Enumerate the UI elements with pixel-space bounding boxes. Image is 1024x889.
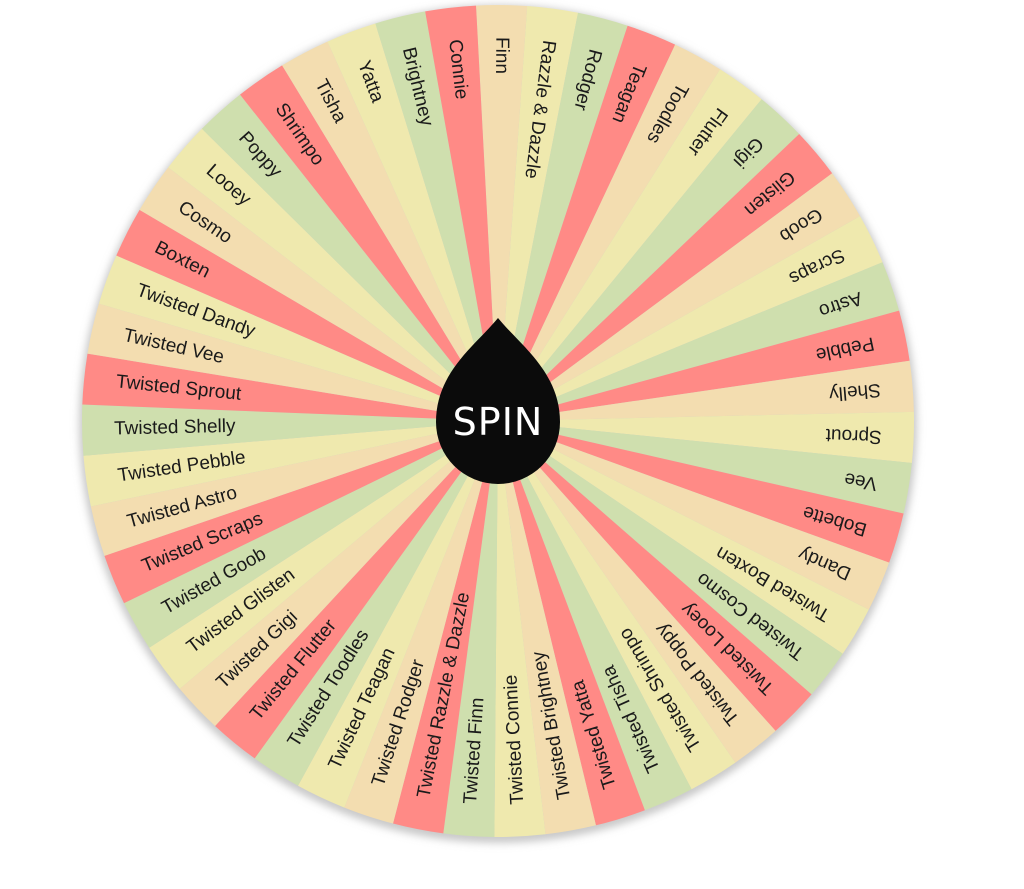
wheel-segment[interactable] bbox=[124, 421, 498, 648]
wheel-segment[interactable] bbox=[393, 421, 498, 834]
wheel-segment[interactable] bbox=[498, 99, 800, 421]
wheel-segment[interactable] bbox=[498, 411, 915, 463]
wheel-segment[interactable] bbox=[149, 421, 499, 689]
wheel-segment[interactable] bbox=[425, 5, 498, 422]
wheel-segment[interactable] bbox=[82, 353, 498, 421]
wheel-segment[interactable] bbox=[327, 23, 498, 422]
wheel-segment[interactable] bbox=[98, 255, 498, 421]
wheel-segment[interactable] bbox=[116, 209, 498, 421]
wheel-segment[interactable] bbox=[139, 167, 498, 421]
wheel-segment[interactable] bbox=[498, 421, 692, 811]
wheel-segment-label: Sprout bbox=[825, 424, 882, 447]
wheel-segment[interactable] bbox=[168, 128, 499, 421]
wheel-segment[interactable] bbox=[498, 69, 762, 421]
spin-pointer-icon[interactable] bbox=[436, 318, 560, 484]
wheel-segment[interactable] bbox=[498, 6, 579, 422]
wheel-segment[interactable] bbox=[498, 25, 676, 421]
wheel-segment[interactable] bbox=[498, 12, 628, 422]
wheel-segment[interactable] bbox=[90, 421, 499, 556]
wheel-segment[interactable] bbox=[498, 421, 843, 695]
wheel-segment[interactable] bbox=[498, 421, 776, 763]
wheel-segment-label: Shelly bbox=[828, 379, 882, 404]
wheel-segment[interactable] bbox=[375, 11, 498, 422]
wheel-segment[interactable] bbox=[179, 421, 499, 726]
wheel-segment[interactable] bbox=[498, 421, 645, 826]
wheel-segment[interactable] bbox=[81, 404, 498, 456]
wheel-segment[interactable] bbox=[498, 421, 904, 563]
wheel-segment-label: Finn bbox=[491, 37, 512, 74]
wheel-segment-label: Twisted Shelly bbox=[114, 416, 236, 440]
wheel-segment[interactable] bbox=[443, 421, 498, 837]
wheel-segment[interactable] bbox=[83, 421, 499, 507]
wheel-segment[interactable] bbox=[498, 421, 812, 731]
wheel-segment[interactable] bbox=[282, 41, 498, 421]
wheel-segment[interactable] bbox=[201, 94, 498, 421]
wheel-segment[interactable] bbox=[498, 44, 721, 422]
wheel-segment[interactable] bbox=[498, 134, 833, 421]
spin-button-label[interactable]: SPIN bbox=[453, 400, 544, 444]
wheel-segment[interactable] bbox=[344, 421, 498, 824]
wheel-segment[interactable] bbox=[498, 262, 900, 421]
wheel-segment[interactable] bbox=[498, 421, 596, 835]
wheel-segment[interactable] bbox=[215, 421, 498, 759]
wheel-segments[interactable] bbox=[81, 4, 915, 837]
wheel-segment[interactable] bbox=[498, 421, 869, 654]
spin-button[interactable]: SPIN bbox=[436, 318, 560, 484]
wheel-segment[interactable] bbox=[498, 216, 883, 421]
wheel-segment[interactable] bbox=[87, 303, 499, 421]
wheel-segment[interactable] bbox=[498, 310, 910, 421]
wheel-segment[interactable] bbox=[498, 173, 861, 421]
wheel-segment[interactable] bbox=[240, 65, 499, 421]
wheel-segment[interactable] bbox=[498, 360, 914, 421]
wheel-segment[interactable] bbox=[298, 421, 498, 808]
wheel-segment[interactable] bbox=[476, 4, 528, 421]
wheel-segment-label: Vee bbox=[843, 468, 879, 494]
wheel-segment[interactable] bbox=[498, 421, 890, 610]
wheel-segment[interactable] bbox=[498, 421, 736, 790]
wheel-segment[interactable] bbox=[254, 421, 498, 786]
wheel-segment[interactable] bbox=[498, 421, 912, 514]
wheel-segment[interactable] bbox=[104, 421, 499, 604]
wheel-segment[interactable] bbox=[494, 421, 546, 837]
